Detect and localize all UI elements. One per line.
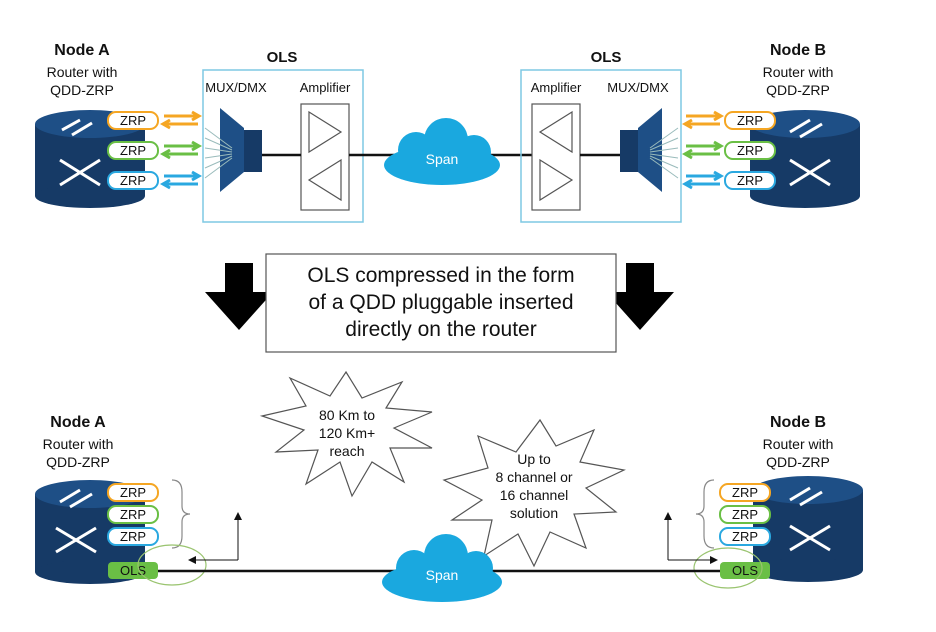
top-node-b-sub1: Router with xyxy=(763,64,834,80)
top-span-cloud: Span xyxy=(384,118,500,185)
top-zrp-a-2: ZRP xyxy=(107,141,159,160)
top-node-a-sub2: QDD-ZRP xyxy=(50,82,114,98)
top-span-label: Span xyxy=(426,151,459,167)
svg-text:ZRP: ZRP xyxy=(732,485,758,500)
bottom-zrp-a-1: ZRP xyxy=(107,483,159,502)
svg-text:ZRP: ZRP xyxy=(120,113,146,128)
top-zrp-a-3: ZRP xyxy=(107,171,159,190)
top-ols-left-amp: Amplifier xyxy=(300,80,351,95)
bottom-router-b xyxy=(753,476,863,582)
svg-text:ZRP: ZRP xyxy=(732,529,758,544)
top-zrp-b-2: ZRP xyxy=(724,141,776,160)
svg-text:ZRP: ZRP xyxy=(120,529,146,544)
svg-text:Up to: Up to xyxy=(517,451,551,467)
top-zrp-b-3: ZRP xyxy=(724,171,776,190)
bottom-ols-b-highlight xyxy=(693,547,763,589)
bottom-node-a-sub2: QDD-ZRP xyxy=(46,454,110,470)
top-ols-right-amp: Amplifier xyxy=(531,80,582,95)
top-zrp-b-1: ZRP xyxy=(724,111,776,130)
bottom-zrp-a-3: ZRP xyxy=(107,527,159,546)
bottom-span-label: Span xyxy=(426,567,459,583)
svg-text:8 channel or: 8 channel or xyxy=(495,469,572,485)
bottom-node-b-title: Node B xyxy=(770,414,826,431)
bottom-node-b-sub2: QDD-ZRP xyxy=(766,454,830,470)
bottom-brace-b xyxy=(695,479,715,549)
bottom-zrp-a-2: ZRP xyxy=(107,505,159,524)
bottom-node-a-title: Node A xyxy=(50,414,106,431)
top-mux-right xyxy=(620,108,679,192)
top-ols-left-title: OLS xyxy=(267,49,298,66)
svg-text:16 channel: 16 channel xyxy=(500,487,569,503)
bottom-node-a-sub1: Router with xyxy=(43,436,114,452)
top-mux-left xyxy=(204,108,262,192)
svg-text:OLS: OLS xyxy=(120,563,146,578)
svg-text:80 Km to: 80 Km to xyxy=(319,407,375,423)
callout-line-1: OLS compressed in the form xyxy=(307,264,574,287)
bottom-node-b-sub1: Router with xyxy=(763,436,834,452)
svg-text:ZRP: ZRP xyxy=(120,173,146,188)
top-node-b-sub2: QDD-ZRP xyxy=(766,82,830,98)
bottom-zrp-b-3: ZRP xyxy=(719,527,771,546)
bottom-ols-b: OLS xyxy=(720,562,770,579)
bottom-zrp-b-2: ZRP xyxy=(719,505,771,524)
top-ols-left-mux: MUX/DMX xyxy=(205,80,267,95)
svg-text:ZRP: ZRP xyxy=(737,113,763,128)
bottom-brace-a xyxy=(171,479,191,549)
top-node-a-sub1: Router with xyxy=(47,64,118,80)
channel-burst: Up to 8 channel or 16 channel solution xyxy=(442,418,626,568)
top-ols-left-box xyxy=(202,69,364,223)
svg-text:OLS: OLS xyxy=(732,563,758,578)
top-arrows-a xyxy=(159,110,203,190)
svg-text:ZRP: ZRP xyxy=(120,143,146,158)
svg-text:120 Km+: 120 Km+ xyxy=(319,425,375,441)
top-zrp-a-1: ZRP xyxy=(107,111,159,130)
top-ols-right-title: OLS xyxy=(591,49,622,66)
top-node-b-title: Node B xyxy=(770,42,826,59)
reach-burst: 80 Km to 120 Km+ reach xyxy=(259,370,433,498)
svg-text:reach: reach xyxy=(329,443,364,459)
down-arrow-right-icon xyxy=(606,263,674,330)
svg-text:ZRP: ZRP xyxy=(737,143,763,158)
callout-box xyxy=(265,253,617,353)
svg-text:ZRP: ZRP xyxy=(120,485,146,500)
top-amplifier-left xyxy=(300,103,350,211)
bottom-ols-a: OLS xyxy=(108,562,158,579)
svg-text:ZRP: ZRP xyxy=(737,173,763,188)
top-ols-right-box xyxy=(520,69,682,223)
svg-text:solution: solution xyxy=(510,505,558,521)
top-node-a-title: Node A xyxy=(54,42,110,59)
top-amplifier-right xyxy=(531,103,581,211)
svg-text:ZRP: ZRP xyxy=(732,507,758,522)
bottom-ols-a-highlight xyxy=(137,544,207,586)
down-arrow-left-icon xyxy=(205,263,273,330)
bottom-span-cloud: Span xyxy=(382,534,502,602)
svg-text:ZRP: ZRP xyxy=(120,507,146,522)
top-ols-right-mux: MUX/DMX xyxy=(607,80,669,95)
top-arrows-b xyxy=(681,110,725,190)
top-router-b xyxy=(750,110,860,208)
callout-line-3: directly on the router xyxy=(345,318,536,341)
bottom-zrp-b-1: ZRP xyxy=(719,483,771,502)
callout-line-2: of a QDD pluggable inserted xyxy=(309,291,574,314)
